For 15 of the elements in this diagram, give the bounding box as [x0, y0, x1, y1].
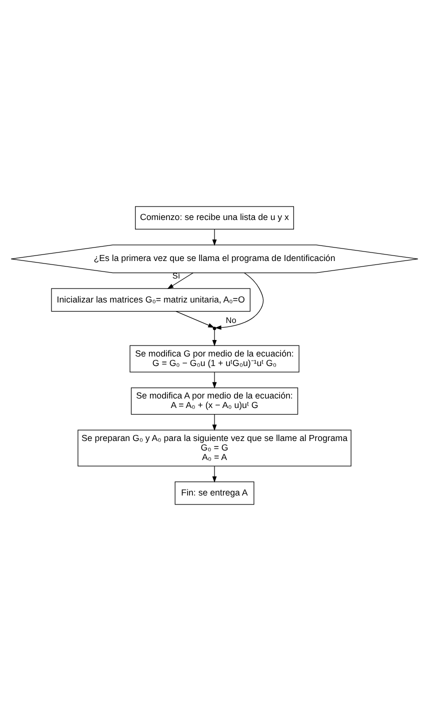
node-box: Fin: se entrega A — [174, 480, 254, 504]
arrow — [214, 272, 264, 330]
node-box: Se modifica G por medio de la ecuación: G = G₀ − G₀u (1 + uᵗG₀u)⁻¹uᵗ G₀ — [130, 344, 300, 372]
arrow — [212, 414, 217, 430]
arrow — [176, 310, 214, 328]
node-box: Se preparan G₀ y A₀ para la siguiente vez que se llame al Programa G₀ = G A₀ = A — [78, 429, 352, 466]
node-box: Inicializar las matrices G₀= matriz unitaria, A₀=O — [51, 288, 250, 312]
node-box: Comienzo: se recibe una lista de u y x — [135, 206, 294, 230]
arrow — [212, 329, 217, 346]
arrow — [167, 272, 194, 289]
node-box: Se modifica A por medio de la ecuación: A = A₀ + (x − A₀ u)uᵗ G — [130, 386, 298, 414]
arrow — [212, 465, 217, 482]
arrow — [212, 228, 217, 246]
arrow — [212, 371, 217, 388]
node-point — [212, 326, 216, 330]
